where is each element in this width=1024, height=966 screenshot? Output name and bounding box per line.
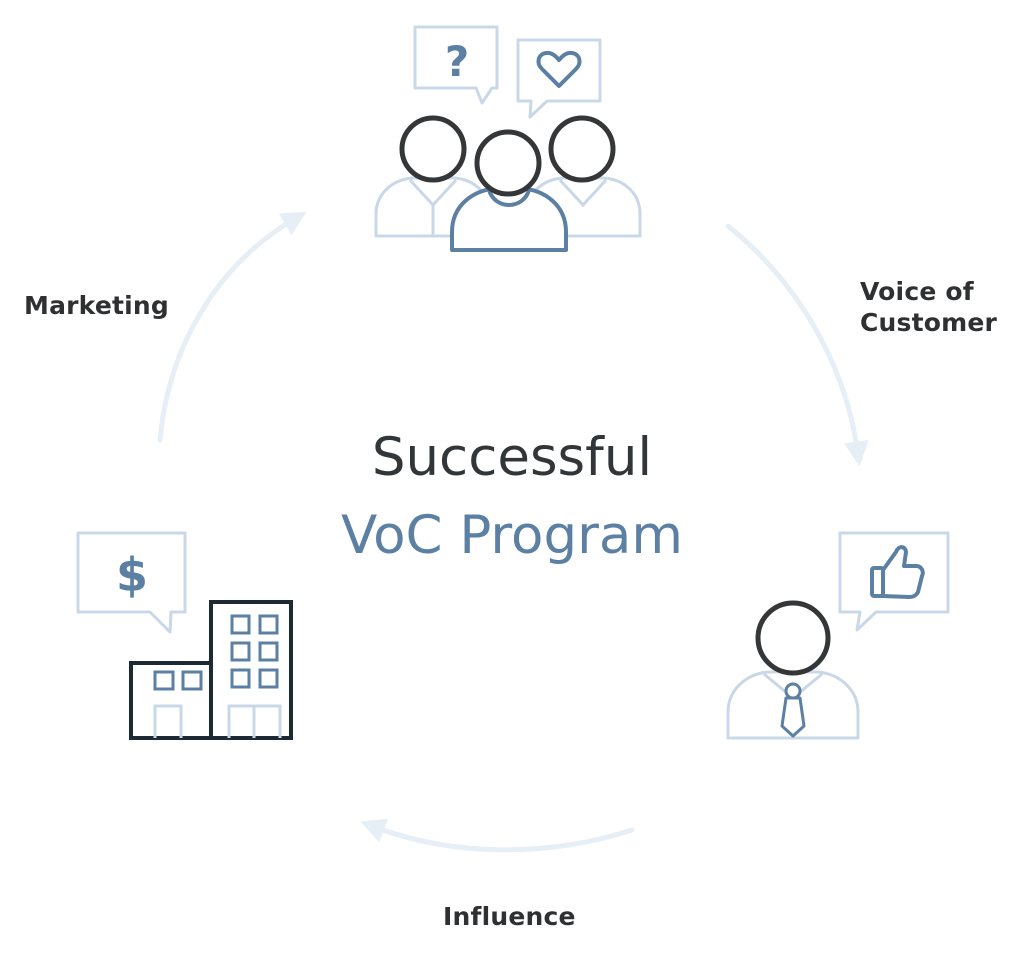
thumbs-up-bubble-icon (838, 531, 950, 632)
question-mark-glyph: ? (445, 37, 469, 86)
office-building-icon (129, 600, 293, 740)
customers-group-icon (374, 115, 642, 252)
arrow-person-to-business (360, 818, 635, 853)
heart-bubble-icon (516, 38, 602, 119)
dollar-glyph: $ (116, 548, 148, 602)
arrow-customers-to-person (725, 223, 869, 467)
question-bubble-icon: ? (413, 25, 499, 105)
cycle-label-voice-line2: Customer (860, 308, 998, 337)
dollar-bubble-icon: $ (76, 531, 187, 634)
cycle-label-influence: Influence (443, 902, 576, 931)
cycle-label-voice-line1: Voice of (860, 277, 974, 306)
business-person-icon (726, 600, 860, 740)
cycle-label-marketing: Marketing (24, 291, 170, 320)
center-title-line2: VoC Program (340, 505, 684, 566)
arrow-marketing-to-customers (157, 211, 307, 443)
center-title-line1: Successful (371, 427, 653, 488)
cycle-label-voice-of-customer: Voice of Customer (860, 276, 1020, 338)
